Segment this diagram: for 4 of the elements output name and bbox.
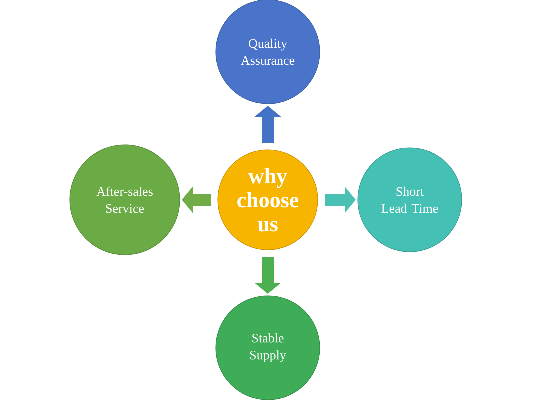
circle-node: After-sales Service [70, 144, 180, 256]
circle-node: why choose us [218, 150, 318, 250]
circle-node: Stable Supply [216, 296, 320, 400]
circle-node: Short Lead Time [358, 148, 462, 252]
